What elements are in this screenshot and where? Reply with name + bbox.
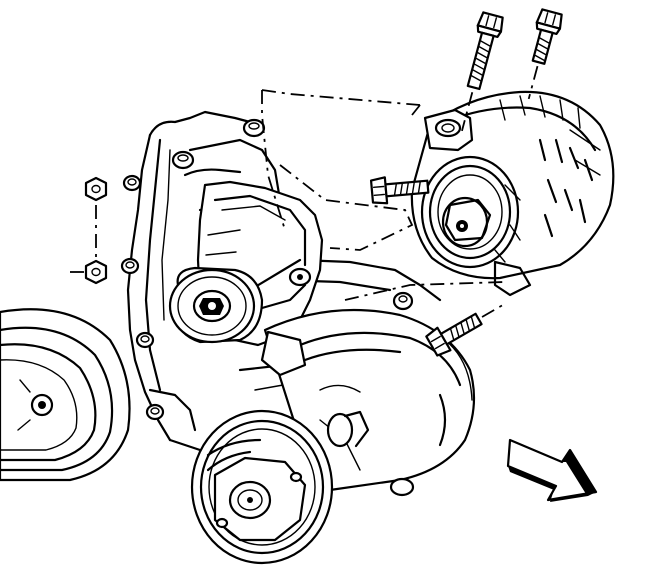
ac-compressor-pulley (190, 409, 334, 565)
bracket-bolt (369, 176, 430, 205)
crankshaft-pulley (0, 308, 131, 482)
alignment-guide-lower (344, 281, 506, 301)
alignment-guide-bracket (279, 164, 414, 251)
generator-upper-bolt-rear (527, 8, 563, 100)
generator-lower-bolt (425, 302, 507, 357)
idler-pulley (168, 266, 264, 344)
generator-upper-bolt-front (461, 11, 504, 132)
alignment-guide-upper (261, 89, 421, 231)
generator-pulley (420, 155, 521, 269)
loose-nuts (70, 176, 108, 285)
front-view-arrow (506, 438, 598, 502)
